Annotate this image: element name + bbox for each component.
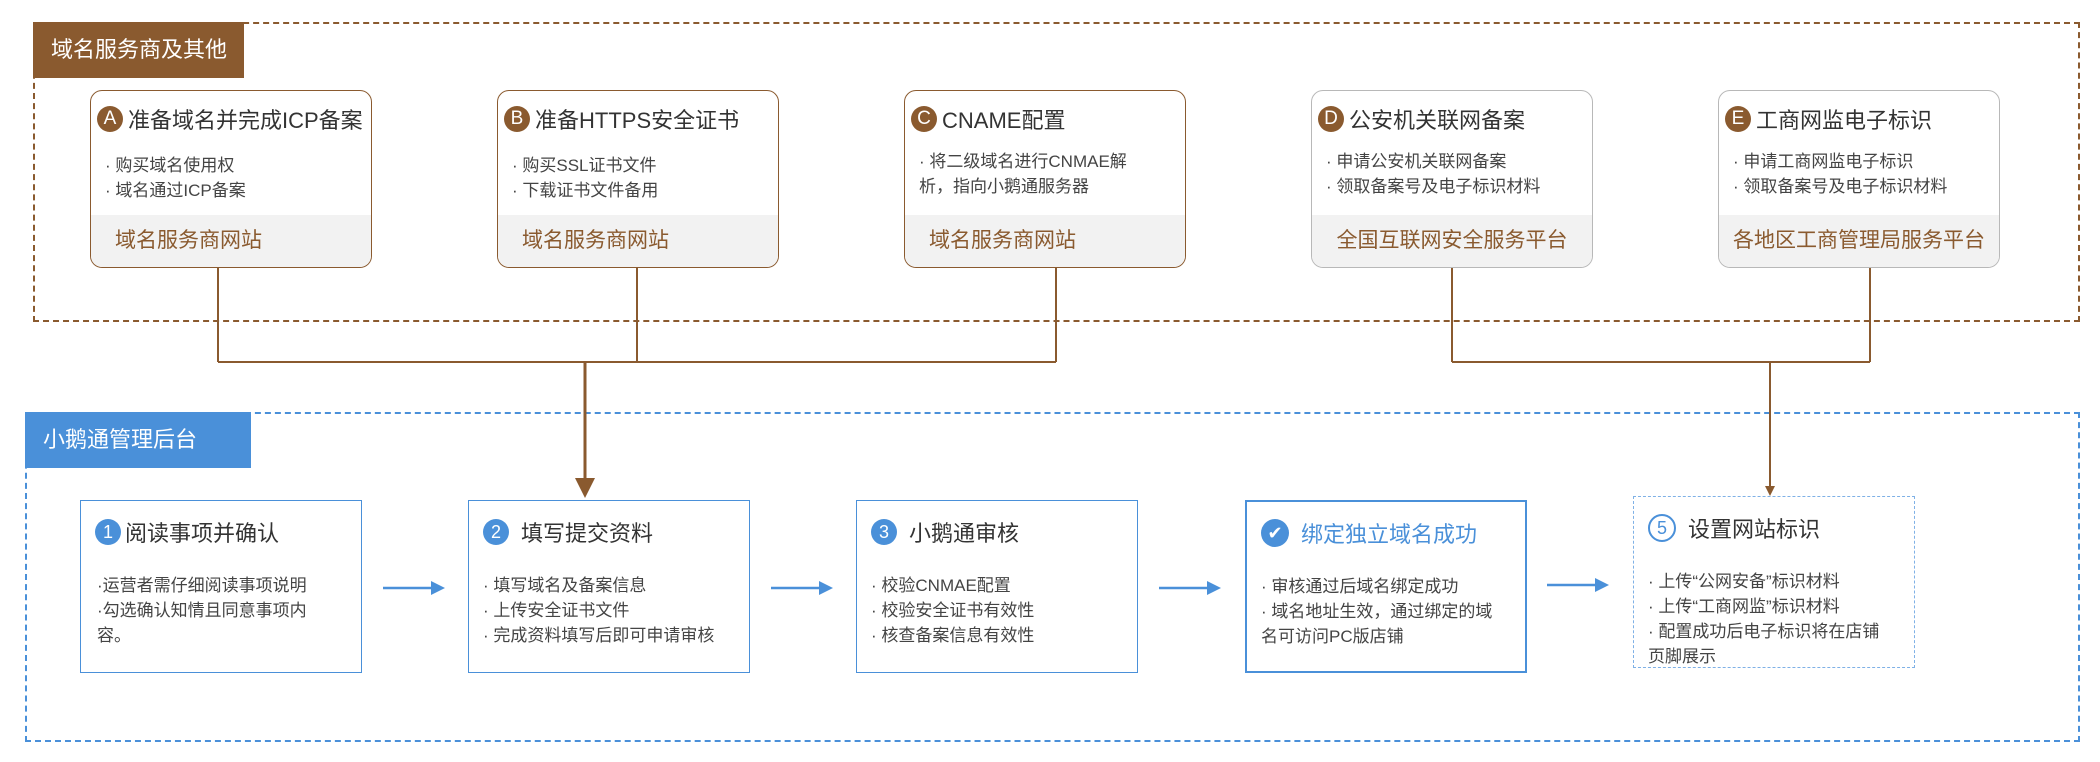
check-icon: ✔ bbox=[1261, 519, 1289, 547]
admin-panel-title: 小鹅通管理后台 bbox=[25, 412, 251, 468]
step-line: 名可访问PC版店铺 bbox=[1261, 627, 1404, 646]
card-line: · 申请工商网监电子标识 bbox=[1733, 152, 1914, 171]
card-line: · 下载证书文件备用 bbox=[512, 181, 659, 200]
badge-a: A bbox=[97, 106, 123, 132]
step-line: · 核查备案信息有效性 bbox=[871, 626, 1035, 645]
card-footer: 域名服务商网站 bbox=[91, 215, 371, 267]
badge-d: D bbox=[1318, 106, 1344, 132]
provider-panel-title: 域名服务商及其他 bbox=[33, 22, 244, 78]
step-card-4: ✔ 绑定独立域名成功 · 审核通过后域名绑定成功 · 域名地址生效，通过绑定的域名可… bbox=[1245, 500, 1527, 673]
card-line: · 购买SSL证书文件 bbox=[512, 156, 657, 175]
step-title: 阅读事项并确认 bbox=[125, 521, 280, 546]
step-title: 绑定独立域名成功 bbox=[1301, 522, 1478, 547]
card-title: CNAME配置 bbox=[942, 108, 1066, 133]
step-line: ·运营者需仔细阅读事项说明 bbox=[97, 576, 307, 595]
step-card-3: 3 小鹅通审核 · 校验CNMAE配置 · 校验安全证书有效性 · 核查备案信息有效性 bbox=[856, 500, 1138, 673]
card-line: · 购买域名使用权 bbox=[105, 156, 235, 175]
step-line: · 上传“工商网监”标识材料 bbox=[1648, 597, 1840, 616]
card-footer: 域名服务商网站 bbox=[905, 215, 1185, 267]
step-line: 容。 bbox=[97, 626, 131, 645]
step-card-5: 5 设置网站标识 · 上传“公网安备”标识材料 · 上传“工商网监”标识材料 · 配置… bbox=[1633, 496, 1915, 668]
card-line: · 领取备案号及电子标识材料 bbox=[1733, 177, 1948, 196]
step-line: 页脚展示 bbox=[1648, 647, 1716, 666]
card-line: · 领取备案号及电子标识材料 bbox=[1326, 177, 1541, 196]
step-badge-1: 1 bbox=[95, 519, 121, 545]
step-line: · 上传安全证书文件 bbox=[483, 601, 630, 620]
card-line: · 域名通过ICP备案 bbox=[105, 181, 246, 200]
step-badge-3: 3 bbox=[871, 519, 897, 545]
step-title: 小鹅通审核 bbox=[909, 521, 1020, 546]
step-card-2: 2 填写提交资料 · 填写域名及备案信息 · 上传安全证书文件 · 完成资料填写后即可… bbox=[468, 500, 750, 673]
badge-b: B bbox=[504, 106, 530, 132]
card-title: 准备HTTPS安全证书 bbox=[535, 108, 740, 133]
badge-c: C bbox=[911, 106, 937, 132]
card-footer: 域名服务商网站 bbox=[498, 215, 778, 267]
step-line: · 完成资料填写后即可申请审核 bbox=[483, 626, 715, 645]
step-title: 设置网站标识 bbox=[1688, 517, 1821, 542]
step-line: ·勾选确认知情且同意事项内 bbox=[97, 601, 307, 620]
badge-e: E bbox=[1725, 106, 1751, 132]
step-line: · 审核通过后域名绑定成功 bbox=[1261, 577, 1459, 596]
step-badge-5: 5 bbox=[1648, 514, 1676, 542]
arrow-step-1-to-2 bbox=[383, 581, 445, 595]
arrow-step-2-to-3 bbox=[771, 581, 833, 595]
card-footer: 全国互联网安全服务平台 bbox=[1312, 215, 1592, 267]
admin-panel: 小鹅通管理后台 bbox=[25, 412, 2080, 742]
step-line: · 校验安全证书有效性 bbox=[871, 601, 1035, 620]
card-line: · 将二级域名进行CNMAE解 bbox=[919, 152, 1127, 171]
step-line: · 填写域名及备案信息 bbox=[483, 576, 647, 595]
card-title: 工商网监电子标识 bbox=[1756, 108, 1933, 133]
card-title: 准备域名并完成ICP备案 bbox=[128, 108, 363, 133]
card-line: 析，指向小鹅通服务器 bbox=[919, 177, 1089, 196]
step-line: · 校验CNMAE配置 bbox=[871, 576, 1011, 595]
step-title: 填写提交资料 bbox=[521, 521, 654, 546]
card-footer: 各地区工商管理局服务平台 bbox=[1719, 215, 1999, 267]
card-line: · 申请公安机关联网备案 bbox=[1326, 152, 1507, 171]
step-badge-2: 2 bbox=[483, 519, 509, 545]
card-title: 公安机关联网备案 bbox=[1349, 108, 1526, 133]
step-line: · 域名地址生效，通过绑定的域 bbox=[1261, 602, 1493, 621]
step-line: · 配置成功后电子标识将在店铺 bbox=[1648, 622, 1880, 641]
arrow-step-4-to-5 bbox=[1547, 578, 1609, 592]
arrow-step-3-to-4 bbox=[1159, 581, 1221, 595]
step-line: · 上传“公网安备”标识材料 bbox=[1648, 572, 1840, 591]
